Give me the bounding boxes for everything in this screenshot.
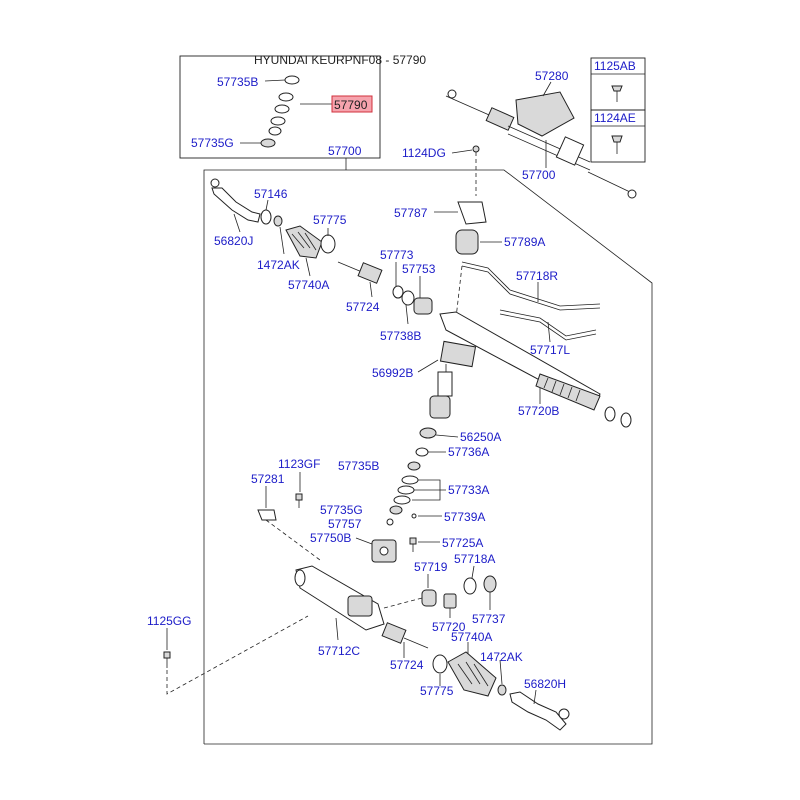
part-1472ak-top bbox=[273, 215, 283, 227]
part-57789a-bushing bbox=[455, 229, 479, 255]
seal-kit-inset-box bbox=[179, 55, 381, 159]
part-57146 bbox=[260, 209, 272, 225]
part-57719 bbox=[421, 589, 437, 607]
label-57789a[interactable]: 57789A bbox=[504, 235, 545, 249]
label-57717l[interactable]: 57717L bbox=[530, 343, 570, 357]
part-57739a bbox=[411, 513, 417, 519]
part-56992b-plate bbox=[439, 340, 477, 368]
hydraulic-pipes bbox=[455, 261, 601, 341]
bellows-boot-bottom bbox=[447, 651, 497, 697]
bolt-1123gf-icon bbox=[295, 493, 303, 508]
label-57725a[interactable]: 57725A bbox=[442, 536, 483, 550]
bolt-1125gg-icon bbox=[163, 651, 171, 668]
label-57790-highlighted[interactable]: 57790 bbox=[334, 98, 368, 112]
tie-rod-end-right bbox=[509, 691, 570, 731]
part-57281-bracket bbox=[257, 509, 277, 521]
part-56250a-seal bbox=[419, 427, 437, 439]
label-57735g-top[interactable]: 57735G bbox=[191, 136, 234, 150]
part-57735b-mid bbox=[407, 461, 421, 471]
seal-kit-rings bbox=[260, 75, 300, 148]
label-57750b[interactable]: 57750B bbox=[310, 531, 351, 545]
bolt-box-1124ae bbox=[590, 109, 646, 163]
label-57737[interactable]: 57737 bbox=[472, 612, 506, 626]
label-57712c[interactable]: 57712C bbox=[318, 644, 360, 658]
tie-rod-end-left bbox=[210, 178, 261, 223]
label-57735g-mid[interactable]: 57735G bbox=[320, 503, 363, 517]
part-57738b bbox=[401, 290, 415, 306]
part-57736a bbox=[415, 447, 429, 457]
part-57737 bbox=[483, 575, 497, 593]
label-57739a[interactable]: 57739A bbox=[444, 510, 485, 524]
bolt-1124ae-icon bbox=[611, 135, 623, 154]
label-57700-overview[interactable]: 57700 bbox=[522, 168, 556, 182]
part-57757 bbox=[386, 518, 394, 526]
part-1472ak-bottom bbox=[497, 684, 507, 696]
label-56820j[interactable]: 56820J bbox=[214, 234, 253, 248]
part-rack-seal-1 bbox=[604, 406, 616, 422]
label-1123gf[interactable]: 1123GF bbox=[278, 457, 320, 471]
inner-tie-rod-bottom bbox=[381, 622, 429, 649]
label-57718a[interactable]: 57718A bbox=[454, 552, 495, 566]
bolt-1125ab-icon bbox=[611, 85, 623, 102]
label-57718r[interactable]: 57718R bbox=[516, 269, 558, 283]
label-57753[interactable]: 57753 bbox=[402, 262, 436, 276]
part-57775-top bbox=[320, 234, 336, 254]
pinion-shaft bbox=[429, 364, 453, 419]
label-57720b[interactable]: 57720B bbox=[518, 404, 559, 418]
label-57775-top[interactable]: 57775 bbox=[313, 213, 347, 227]
label-57773[interactable]: 57773 bbox=[380, 248, 414, 262]
label-1125gg[interactable]: 1125GG bbox=[147, 614, 191, 628]
part-rack-seal-2 bbox=[620, 412, 632, 428]
label-1472ak-bottom[interactable]: 1472AK bbox=[480, 650, 523, 664]
label-1124dg[interactable]: 1124DG bbox=[402, 146, 446, 160]
label-57724-top[interactable]: 57724 bbox=[346, 300, 380, 314]
rack-assembly-overview bbox=[445, 89, 637, 199]
label-57775-bottom[interactable]: 57775 bbox=[420, 684, 454, 698]
label-56250a[interactable]: 56250A bbox=[460, 430, 501, 444]
part-57720-pinion-gear bbox=[443, 593, 457, 609]
diagram-title: HYUNDAI KEURPNF08 - 57790 bbox=[254, 53, 426, 67]
label-57735b-top[interactable]: 57735B bbox=[217, 75, 258, 89]
yoke-57750b bbox=[371, 539, 397, 563]
label-1472ak-top[interactable]: 1472AK bbox=[257, 258, 300, 272]
label-57720[interactable]: 57720 bbox=[432, 620, 466, 634]
label-57724-bottom[interactable]: 57724 bbox=[390, 658, 424, 672]
part-57775-bottom bbox=[432, 654, 448, 674]
label-1124ae[interactable]: 1124AE bbox=[594, 111, 636, 125]
part-57773 bbox=[392, 285, 404, 299]
inner-tie-rod-top bbox=[337, 261, 383, 284]
label-57740a-bottom[interactable]: 57740A bbox=[451, 630, 492, 644]
label-57787[interactable]: 57787 bbox=[394, 206, 428, 220]
highlight-57790-box bbox=[331, 95, 373, 113]
label-57738b[interactable]: 57738B bbox=[380, 329, 421, 343]
label-57700-main[interactable]: 57700 bbox=[328, 144, 362, 158]
label-57719[interactable]: 57719 bbox=[414, 560, 448, 574]
label-57733a[interactable]: 57733A bbox=[448, 483, 489, 497]
part-57735g-mid bbox=[389, 505, 403, 515]
label-57735b-mid[interactable]: 57735B bbox=[338, 459, 379, 473]
label-57146[interactable]: 57146 bbox=[254, 187, 288, 201]
rack-housing-57720b bbox=[439, 311, 601, 411]
label-57740a-top[interactable]: 57740A bbox=[288, 278, 329, 292]
part-57718a bbox=[463, 577, 477, 595]
label-56992b[interactable]: 56992B bbox=[372, 366, 413, 380]
gear-housing-57712c bbox=[294, 565, 385, 631]
label-56820h[interactable]: 56820H bbox=[524, 677, 566, 691]
main-assembly-frame bbox=[203, 169, 653, 745]
label-57757[interactable]: 57757 bbox=[328, 517, 362, 531]
bolt-1124dg-icon bbox=[472, 145, 480, 196]
bolt-57725a-icon bbox=[409, 537, 417, 552]
label-57280[interactable]: 57280 bbox=[535, 69, 569, 83]
label-1125ab[interactable]: 1125AB bbox=[594, 59, 636, 73]
o-rings-57733a bbox=[393, 475, 419, 505]
label-57281[interactable]: 57281 bbox=[251, 472, 285, 486]
part-57753 bbox=[413, 297, 433, 315]
bellows-boot-top bbox=[285, 225, 323, 259]
part-57787-bracket bbox=[457, 201, 487, 225]
label-57736a[interactable]: 57736A bbox=[448, 445, 489, 459]
